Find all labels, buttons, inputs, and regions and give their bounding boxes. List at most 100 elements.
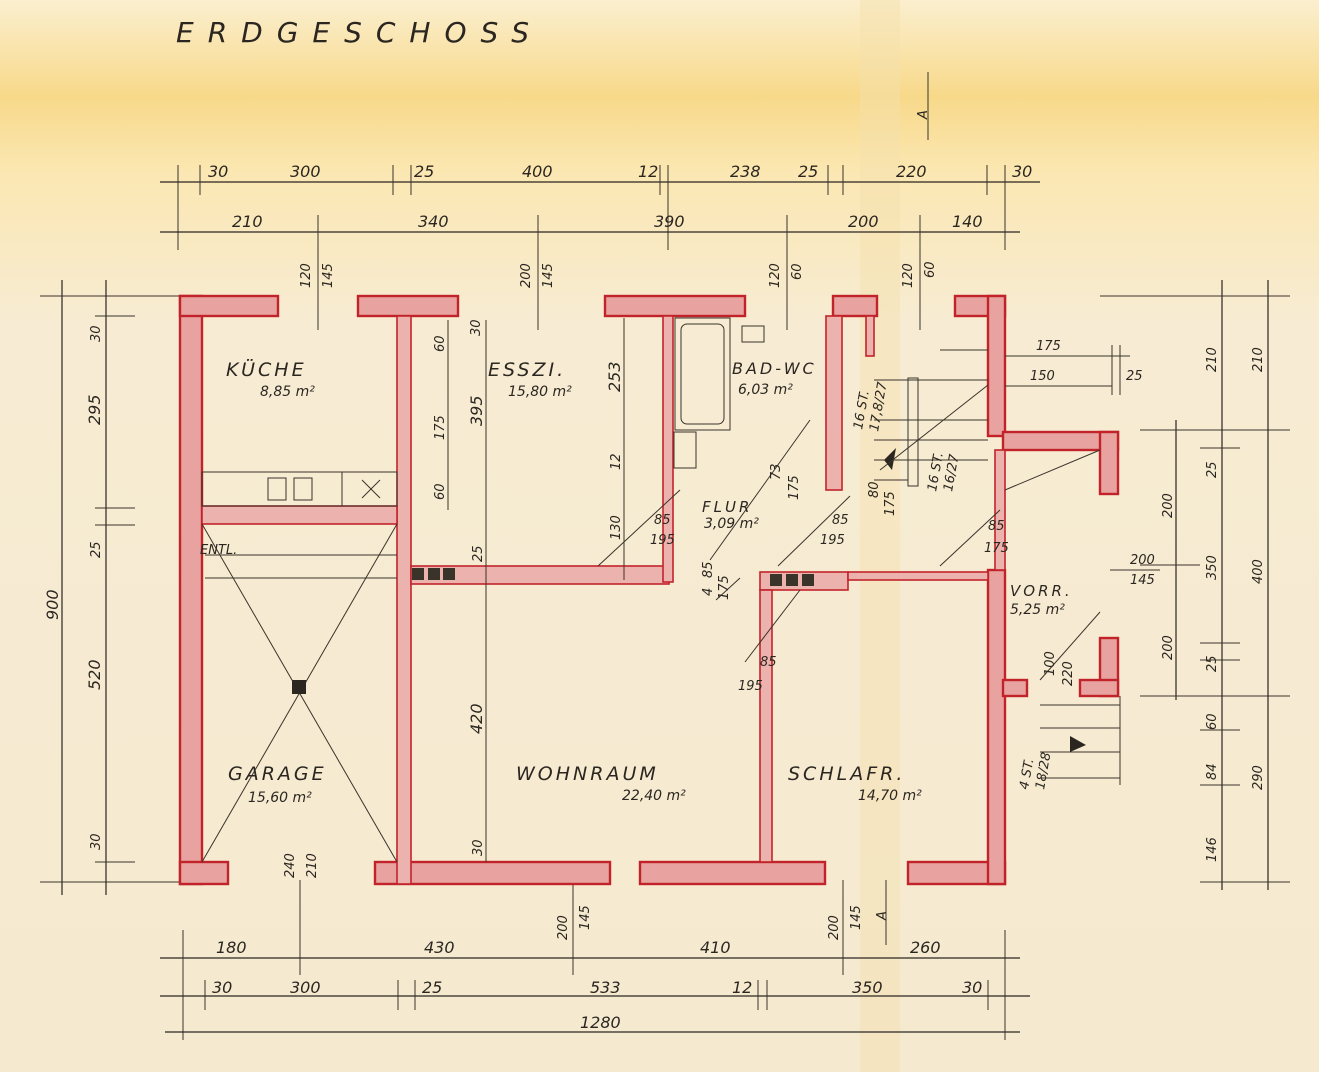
svg-text:145: 145 [1130, 573, 1155, 588]
svg-text:30: 30 [1012, 162, 1032, 181]
bathtub [673, 317, 765, 469]
svg-text:1280: 1280 [580, 1013, 621, 1032]
room-wohnraum: WOHNRAUM 22,40 m² [516, 763, 686, 804]
svg-text:85: 85 [654, 513, 671, 528]
svg-text:12: 12 [638, 162, 658, 181]
opening-heights-bottom: 240 210 200 145 200 145 [283, 853, 864, 940]
room-name: SCHLAFR. [788, 763, 905, 785]
svg-text:195: 195 [820, 533, 845, 548]
svg-text:30: 30 [208, 162, 228, 181]
svg-text:520: 520 [85, 659, 104, 690]
section-marker-bottom: A [875, 880, 890, 945]
svg-text:180: 180 [216, 938, 247, 957]
section-marker-top: A [916, 72, 931, 140]
svg-text:150: 150 [1030, 369, 1055, 384]
svg-text:200: 200 [519, 263, 534, 288]
room-bad-wc: BAD-WC 6,03 m² [732, 359, 817, 398]
svg-text:16 ST.: 16 ST. [925, 451, 947, 492]
svg-text:145: 145 [849, 905, 864, 930]
svg-text:430: 430 [424, 938, 455, 957]
svg-text:30: 30 [962, 978, 982, 997]
room-kueche: KÜCHE 8,85 m² [226, 358, 315, 400]
svg-text:100: 100 [1043, 651, 1058, 676]
svg-text:145: 145 [321, 263, 336, 288]
svg-text:85: 85 [988, 519, 1005, 534]
svg-text:80: 80 [867, 481, 882, 498]
room-schlafr: SCHLAFR. 14,70 m² [788, 763, 922, 804]
room-area: 5,25 m² [1010, 602, 1065, 618]
svg-text:4 ST.: 4 ST. [1017, 757, 1037, 790]
room-garage: GARAGE 15,60 m² [228, 763, 327, 806]
svg-text:25: 25 [1126, 369, 1143, 384]
door-swings [597, 384, 1101, 681]
room-area: 22,40 m² [622, 788, 686, 804]
svg-text:210: 210 [1251, 347, 1266, 372]
paper-fold [860, 0, 900, 1072]
svg-text:A: A [916, 110, 931, 120]
label-entl: ENTL. [200, 543, 237, 558]
svg-text:25: 25 [471, 545, 486, 562]
svg-text:200: 200 [1130, 553, 1155, 568]
svg-text:340: 340 [418, 212, 449, 231]
svg-text:240: 240 [283, 853, 298, 878]
drawing-title: ERDGESCHOSS [176, 16, 543, 49]
svg-text:25: 25 [414, 162, 434, 181]
staircase-outside [1040, 696, 1121, 785]
room-name: GARAGE [228, 763, 327, 785]
svg-text:16 ST.: 16 ST. [851, 389, 873, 430]
svg-text:210: 210 [232, 212, 263, 231]
svg-text:25: 25 [798, 162, 818, 181]
svg-text:25: 25 [1205, 461, 1220, 478]
svg-text:238: 238 [730, 162, 761, 181]
svg-text:200: 200 [1161, 493, 1176, 518]
svg-text:175: 175 [433, 415, 448, 440]
svg-text:290: 290 [1251, 765, 1266, 790]
room-flur: FLUR 3,09 m² [702, 498, 759, 532]
svg-text:533: 533 [590, 978, 621, 997]
svg-text:16/27: 16/27 [941, 452, 962, 492]
room-name: BAD-WC [732, 359, 817, 378]
svg-text:A: A [875, 911, 890, 921]
svg-text:30: 30 [212, 978, 232, 997]
room-name: FLUR [702, 498, 752, 516]
svg-text:300: 300 [290, 978, 321, 997]
room-name: WOHNRAUM [516, 763, 659, 785]
exterior-walls [178, 294, 1120, 886]
room-name: ESSZI. [488, 359, 566, 381]
svg-text:60: 60 [433, 483, 448, 500]
svg-text:120: 120 [768, 263, 783, 288]
dimension-chain-left: 900 30 295 25 520 30 [40, 280, 180, 895]
svg-text:390: 390 [654, 212, 685, 231]
svg-text:25: 25 [89, 541, 104, 558]
svg-text:410: 410 [700, 938, 731, 957]
svg-text:210: 210 [305, 853, 320, 878]
svg-text:25: 25 [422, 978, 442, 997]
opening-heights-top: 120 145 200 145 120 60 120 60 [299, 250, 938, 330]
chimney-blocks [412, 568, 814, 586]
room-area: 6,03 m² [738, 382, 793, 398]
kitchen-counter [201, 471, 398, 507]
room-vorr: VORR. 5,25 m² [1010, 582, 1073, 618]
svg-text:146: 146 [1205, 837, 1220, 862]
room-name: VORR. [1010, 582, 1073, 600]
svg-text:12: 12 [609, 453, 624, 470]
room-name: KÜCHE [226, 358, 307, 381]
svg-text:175: 175 [1036, 339, 1061, 354]
svg-text:195: 195 [650, 533, 675, 548]
svg-text:253: 253 [605, 361, 624, 392]
svg-text:30: 30 [89, 325, 104, 342]
svg-text:140: 140 [952, 212, 983, 231]
svg-text:25: 25 [1205, 655, 1220, 672]
svg-text:175: 175 [787, 475, 802, 500]
garage-cross [201, 523, 398, 863]
svg-text:60: 60 [433, 335, 448, 352]
svg-text:73: 73 [769, 463, 784, 480]
svg-text:145: 145 [541, 263, 556, 288]
svg-text:200: 200 [1161, 635, 1176, 660]
svg-text:395: 395 [467, 395, 486, 426]
svg-text:18/28: 18/28 [1033, 751, 1054, 791]
inner-dimensions: 60 175 60 30 395 25 420 30 253 12 130 85… [433, 318, 1160, 862]
svg-text:30: 30 [471, 839, 486, 856]
svg-text:120: 120 [901, 263, 916, 288]
